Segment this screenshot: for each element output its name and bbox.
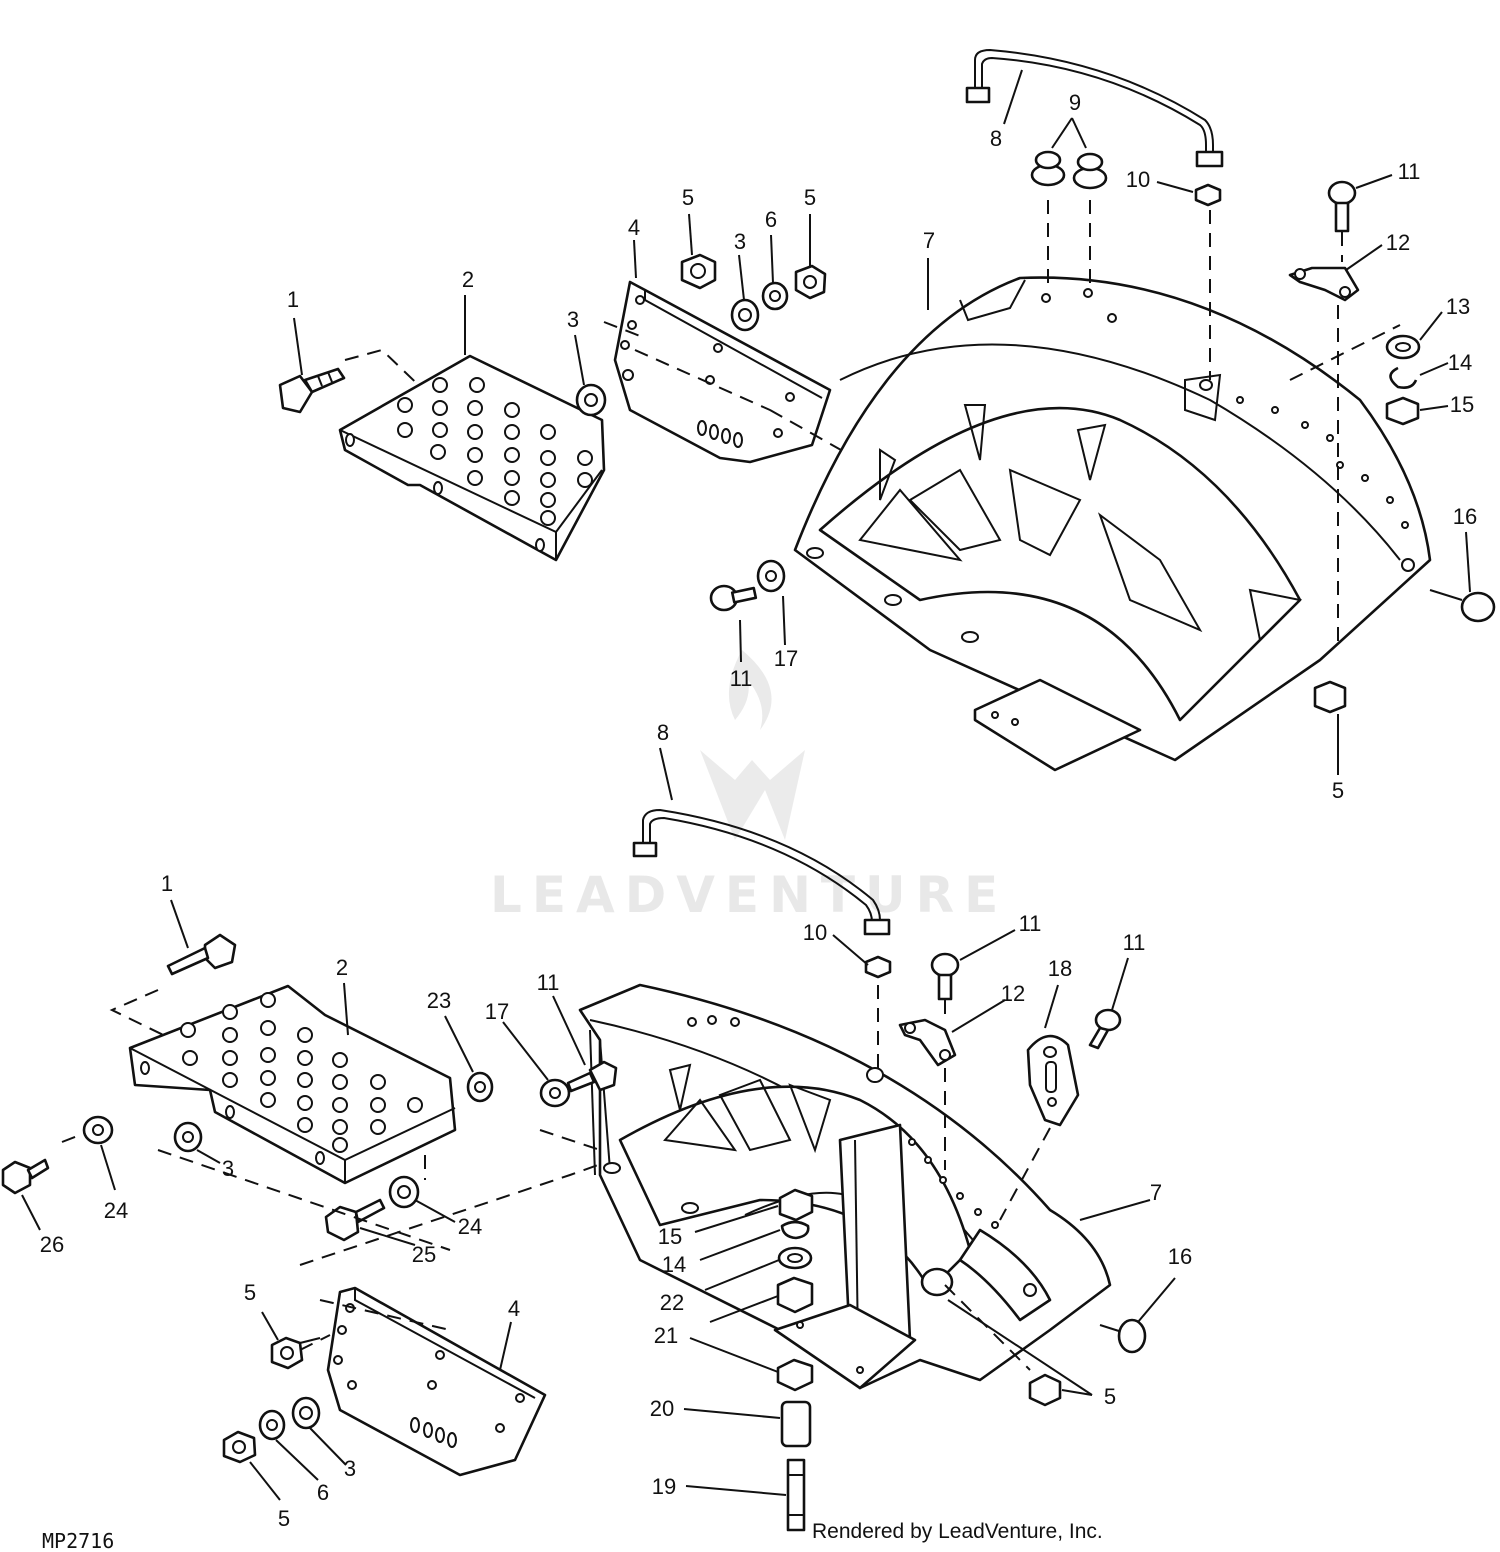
callout-14-top: 14 xyxy=(1448,350,1472,375)
bottom-assembly: 1 2 3 3 4 5 5 5 6 7 8 10 11 11 11 12 14 … xyxy=(1,720,1192,1532)
callout-3-top-b: 3 xyxy=(734,229,746,254)
step-plate-2-top xyxy=(338,354,606,562)
nut-5-bottom-right xyxy=(1028,1373,1062,1407)
callout-20-bottom: 20 xyxy=(650,1396,674,1421)
plugs-9-top xyxy=(1030,150,1108,190)
callout-16-bottom: 16 xyxy=(1168,1244,1192,1269)
callout-17-bottom: 17 xyxy=(485,999,509,1024)
callout-18-bottom: 18 xyxy=(1048,956,1072,981)
callout-25-bottom: 25 xyxy=(412,1242,436,1267)
top-assembly: 1 2 3 3 4 5 5 5 6 7 8 9 10 11 11 12 13 1… xyxy=(278,48,1496,803)
nut-10-bottom xyxy=(864,955,892,979)
callout-1-bottom: 1 xyxy=(161,871,173,896)
nut-10-top xyxy=(1194,183,1222,207)
callout-12-bottom: 12 xyxy=(1001,981,1025,1006)
callouts-bottom: 1 2 3 3 4 5 5 5 6 7 8 10 11 11 11 12 14 … xyxy=(40,720,1192,1531)
callout-11-bottom-c: 11 xyxy=(537,970,560,995)
knob-16-bottom xyxy=(1099,1318,1147,1354)
fender-7-top xyxy=(793,276,1432,772)
callout-5-top-b: 5 xyxy=(804,185,816,210)
leaders-bottom xyxy=(21,747,1176,1501)
callout-3-top-a: 3 xyxy=(567,307,579,332)
callout-4-top: 4 xyxy=(628,215,640,240)
knob-16-top xyxy=(1429,589,1496,623)
callout-5-top-c: 5 xyxy=(1332,778,1344,803)
callout-10-top: 10 xyxy=(1126,167,1150,192)
watermark-logo: LEADVENTURE xyxy=(490,650,1008,924)
callout-8-bottom: 8 xyxy=(657,720,669,745)
callout-7-bottom: 7 xyxy=(1150,1180,1162,1205)
callout-24-bottom-b: 24 xyxy=(458,1214,482,1239)
bolt-1-top xyxy=(278,367,346,414)
callout-6-top: 6 xyxy=(765,207,777,232)
handrail-8-top xyxy=(965,48,1224,168)
leaders-top xyxy=(293,69,1471,775)
callout-10-bottom: 10 xyxy=(803,920,827,945)
callout-17-top: 17 xyxy=(774,646,798,671)
callout-21-bottom: 21 xyxy=(654,1323,678,1348)
callout-15-top: 15 xyxy=(1450,392,1474,417)
bracket-18 xyxy=(1026,1008,1122,1127)
callout-5-bottom-c: 5 xyxy=(1104,1384,1116,1409)
callout-1-top: 1 xyxy=(287,287,299,312)
callout-9-top: 9 xyxy=(1069,90,1081,115)
callout-11-bottom-b: 11 xyxy=(1123,930,1146,955)
bolt-1-bottom xyxy=(166,933,237,976)
bolt-washer-top-left xyxy=(709,559,786,612)
bolt-washer-bottom xyxy=(539,1060,618,1108)
bracket-4-top xyxy=(613,280,832,464)
mount-stack xyxy=(776,1188,814,1532)
callouts-top: 1 2 3 3 4 5 5 5 6 7 8 9 10 11 11 12 13 1… xyxy=(287,90,1477,803)
callout-14-bottom: 14 xyxy=(662,1252,686,1277)
callout-15-bottom: 15 xyxy=(658,1224,682,1249)
hardware-top-right xyxy=(1288,180,1421,426)
hardware-top-left xyxy=(575,253,827,417)
callout-4-bottom: 4 xyxy=(508,1296,520,1321)
callout-2-bottom: 2 xyxy=(336,955,348,980)
callout-19-bottom: 19 xyxy=(652,1474,676,1499)
render-credit: Rendered by LeadVenture, Inc. xyxy=(812,1520,1103,1543)
nut-5-top-bottom xyxy=(1313,680,1347,714)
callout-2-top: 2 xyxy=(462,267,474,292)
callout-16-top: 16 xyxy=(1453,504,1477,529)
callout-3-bottom-b: 3 xyxy=(344,1456,356,1481)
callout-3-bottom-a: 3 xyxy=(222,1156,234,1181)
handrail-8-bottom xyxy=(632,808,891,936)
callout-7-top: 7 xyxy=(923,228,935,253)
callout-26-bottom: 26 xyxy=(40,1232,64,1257)
callout-23-bottom: 23 xyxy=(427,988,451,1013)
callout-5-bottom-a: 5 xyxy=(244,1280,256,1305)
callout-11-top-b: 11 xyxy=(730,666,753,691)
callout-11-bottom-a: 11 xyxy=(1019,911,1042,936)
drawing-code: MP2716 xyxy=(42,1529,114,1552)
bracket-4-bottom xyxy=(326,1286,547,1477)
callout-12-top: 12 xyxy=(1386,230,1410,255)
callout-13-top: 13 xyxy=(1446,294,1470,319)
callout-6-bottom: 6 xyxy=(317,1480,329,1505)
hardware-bottom-bracket xyxy=(222,1336,321,1464)
hardware-bottom-center xyxy=(898,952,960,1067)
callout-8-top: 8 xyxy=(990,126,1002,151)
watermark-text: LEADVENTURE xyxy=(490,866,1008,924)
callout-5-bottom-b: 5 xyxy=(278,1506,290,1531)
callout-11-top-a: 11 xyxy=(1398,159,1421,184)
callout-5-top-a: 5 xyxy=(682,185,694,210)
callout-22-bottom: 22 xyxy=(660,1290,684,1315)
step-plate-2-bottom xyxy=(128,984,457,1185)
callout-24-bottom-a: 24 xyxy=(104,1198,128,1223)
